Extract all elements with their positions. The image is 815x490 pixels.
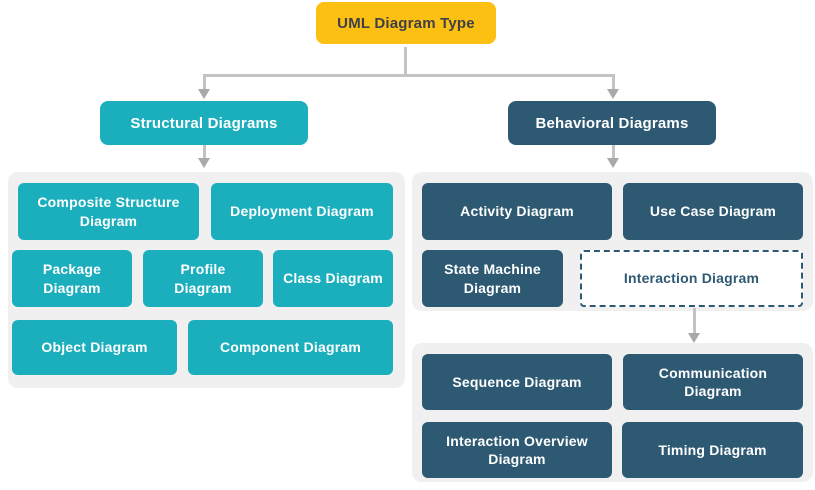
node-component-diagram: Component Diagram [188,320,393,375]
arrowhead-to-behavioral-group [607,158,619,168]
node-activity-diagram-label: Activity Diagram [460,203,574,220]
connector-root-stub [404,47,407,75]
node-class-diagram-label: Class Diagram [283,270,383,287]
connector-behavioral-to-group [612,145,615,159]
arrowhead-to-interaction-group [688,333,700,343]
node-deployment-diagram-label: Deployment Diagram [230,203,374,220]
connector-structural-to-group [203,145,206,159]
node-interaction-diagram: Interaction Diagram [580,250,803,307]
node-activity-diagram: Activity Diagram [422,183,612,240]
node-structural-diagrams: Structural Diagrams [100,101,308,145]
connector-split-horizontal [203,74,615,77]
node-class-diagram: Class Diagram [273,250,393,307]
connector-structural-drop [203,74,206,90]
node-communication-diagram-label: Communication Diagram [658,364,768,399]
node-structural-diagrams-label: Structural Diagrams [130,114,278,132]
node-composite-structure-diagram: Composite Structure Diagram [18,183,199,240]
node-deployment-diagram: Deployment Diagram [211,183,393,240]
node-uml-diagram-type-label: UML Diagram Type [337,14,475,32]
node-state-machine-diagram-label: State Machine Diagram [444,261,541,296]
node-timing-diagram-label: Timing Diagram [658,441,767,458]
node-behavioral-diagrams-label: Behavioral Diagrams [535,114,689,132]
node-use-case-diagram-label: Use Case Diagram [649,203,777,220]
node-interaction-diagram-label: Interaction Diagram [623,270,760,287]
node-package-diagram-label: Package Diagram [42,261,102,296]
node-use-case-diagram: Use Case Diagram [623,183,803,240]
arrowhead-to-behavioral [607,89,619,99]
node-uml-diagram-type: UML Diagram Type [316,2,496,44]
node-profile-diagram: Profile Diagram [143,250,263,307]
arrowhead-to-structural-group [198,158,210,168]
node-profile-diagram-label: Profile Diagram [174,261,232,296]
node-state-machine-diagram: State Machine Diagram [422,250,563,307]
node-object-diagram-label: Object Diagram [41,339,148,356]
connector-interaction-to-subgroup [693,308,696,334]
node-object-diagram: Object Diagram [12,320,177,375]
node-interaction-overview-diagram-label: Interaction Overview Diagram [446,432,588,467]
connector-behavioral-drop [612,74,615,90]
node-composite-structure-diagram-label: Composite Structure Diagram [37,194,180,229]
node-communication-diagram: Communication Diagram [623,354,803,410]
node-behavioral-diagrams: Behavioral Diagrams [508,101,716,145]
node-sequence-diagram-label: Sequence Diagram [452,373,582,390]
node-component-diagram-label: Component Diagram [219,339,362,356]
node-package-diagram: Package Diagram [12,250,132,307]
node-interaction-overview-diagram: Interaction Overview Diagram [422,422,612,478]
arrowhead-to-structural [198,89,210,99]
node-timing-diagram: Timing Diagram [622,422,803,478]
node-sequence-diagram: Sequence Diagram [422,354,612,410]
